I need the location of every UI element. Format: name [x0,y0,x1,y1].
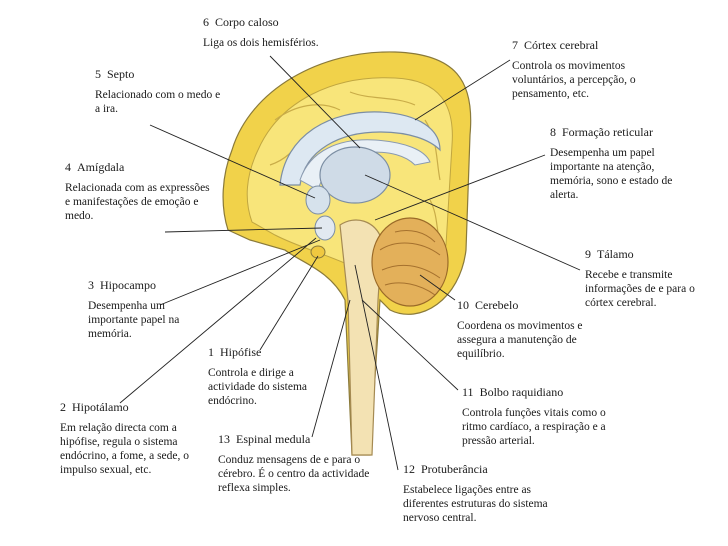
leader-lines [119,55,581,471]
leader-formacao [374,154,546,221]
leader-bolbo [361,299,459,391]
brainstem [339,219,383,456]
label-title: 8 Formação reticular [550,125,653,139]
label-title: 7 Córtex cerebral [512,38,599,52]
label-desc: Relacionado com o medo e a ira. [95,89,221,115]
label-desc: Relacionada com as expressões e manifest… [65,182,210,222]
label-desc: Em relação directa com a hipófise, regul… [60,422,190,476]
label-title: 4 Amígdala [65,160,125,174]
label-title: 5 Septo [95,67,135,81]
cerebellum-folds [379,229,441,296]
label-desc: Controla e dirige a actividade do sistem… [208,367,307,407]
label-title: 13 Espinal medula [218,432,311,446]
label-title: 10 Cerebelo [457,298,519,312]
label-title: 1 Hipófise [208,345,262,359]
label-hipotalamo: 2 Hipotálamo Em relação directa com a hi… [60,400,205,477]
leader-septo [149,124,316,199]
label-desc: Liga os dois hemisférios. [203,37,319,49]
label-title: 6 Corpo caloso [203,15,279,29]
leader-corpo-caloso [269,55,361,149]
label-formacao: 8 Formação reticular Desempenha um papel… [550,125,700,202]
label-title: 2 Hipotálamo [60,400,129,414]
label-title: 3 Hipocampo [88,278,156,292]
cerebellum [371,217,449,307]
label-hipocampo: 3 Hipocampo Desempenha um importante pap… [88,278,208,341]
leader-cortex [414,59,511,121]
label-title: 9 Tálamo [585,247,634,261]
label-bolbo: 11 Bolbo raquidiano Controla funções vit… [462,385,612,448]
leader-protuberancia [354,264,399,471]
leader-cerebelo [419,274,456,301]
corpus-callosum [279,111,441,186]
label-desc: Desempenha um papel importante na atençã… [550,147,673,201]
label-desc: Recebe e transmite informações de e para… [585,269,695,309]
label-amigdala: 4 Amígdala Relacionada com as expressões… [65,160,210,223]
label-desc: Controla funções vitais como o ritmo car… [462,407,606,447]
label-desc: Estabelece ligações entre as diferentes … [403,484,548,524]
label-talamo: 9 Tálamo Recebe e transmite informações … [585,247,705,310]
cortex-folds [269,91,441,241]
label-corpo-caloso: 6 Corpo caloso Liga os dois hemisférios. [203,15,353,50]
leader-espinal [311,299,351,438]
label-desc: Controla os movimentos voluntários, a pe… [512,60,636,100]
leader-hipofise [259,255,319,351]
label-cortex: 7 Córtex cerebral Controla os movimentos… [512,38,652,101]
leader-hipocampo [159,239,321,306]
label-protuberancia: 12 Protuberância Estabelece ligações ent… [403,462,568,525]
leader-amigdala [164,227,323,233]
label-desc: Desempenha um importante papel na memóri… [88,300,180,340]
label-espinal: 13 Espinal medula Conduz mensagens de e … [218,432,378,495]
thalamus [319,146,391,204]
label-desc: Coordena os movimentos e assegura a manu… [457,320,583,360]
leader-hipotalamo [119,237,317,404]
label-cerebelo: 10 Cerebelo Coordena os movimentos e ass… [457,298,592,361]
pituitary [310,245,326,259]
label-desc: Conduz mensagens de e para o cérebro. É … [218,454,370,494]
label-hipofise: 1 Hipófise Controla e dirige a actividad… [208,345,343,408]
label-title: 11 Bolbo raquidiano [462,385,564,399]
label-septo: 5 Septo Relacionado com o medo e a ira. [95,67,225,116]
septum-region [305,185,331,215]
label-title: 12 Protuberância [403,462,488,476]
leader-talamo [364,174,581,271]
